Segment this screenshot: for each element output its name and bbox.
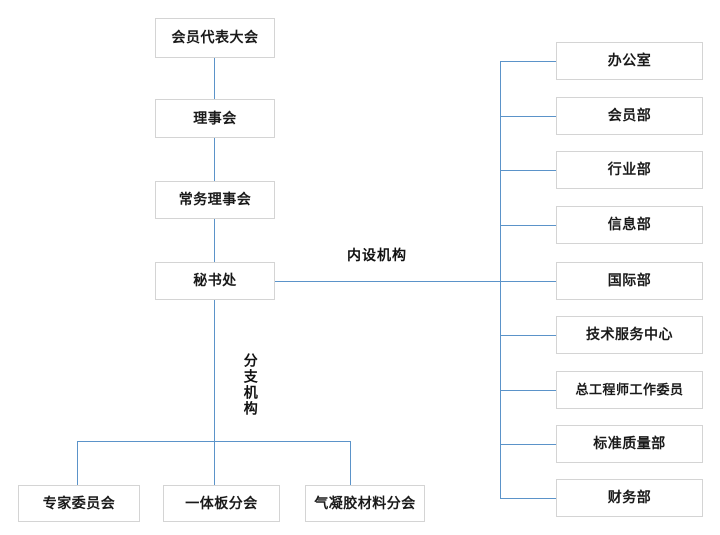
connector-branch-standard-quality xyxy=(500,444,556,445)
connector-branch-to-expert-committee xyxy=(77,441,78,485)
node-office[interactable]: 办公室 xyxy=(556,42,703,80)
node-international[interactable]: 国际部 xyxy=(556,262,703,300)
node-secretariat[interactable]: 秘书处 xyxy=(155,262,275,300)
node-chief-engineer-committee[interactable]: 总工程师工作委员 xyxy=(556,371,703,409)
node-integrated-board-branch[interactable]: 一体板分会 xyxy=(163,485,280,522)
connector-branch-membership xyxy=(500,116,556,117)
connector-assembly-to-council xyxy=(214,58,215,99)
connector-internal-trunk xyxy=(500,61,501,498)
node-membership[interactable]: 会员部 xyxy=(556,97,703,135)
node-standard-quality[interactable]: 标准质量部 xyxy=(556,425,703,463)
connector-branch-tech-service xyxy=(500,335,556,336)
label-internal-departments: 内设机构 xyxy=(344,245,410,265)
connector-branch-international xyxy=(500,281,556,282)
connector-secretariat-to-branches xyxy=(214,300,215,442)
connector-secretariat-to-internal-trunk xyxy=(275,281,556,282)
connector-branch-to-integrated-board xyxy=(214,441,215,485)
connector-branch-office xyxy=(500,61,556,62)
connector-branch-to-aerogel-material xyxy=(350,441,351,485)
connector-branch-chief-engineer xyxy=(500,390,556,391)
node-council[interactable]: 理事会 xyxy=(155,99,275,138)
node-finance[interactable]: 财务部 xyxy=(556,479,703,517)
label-branch-organizations: 分支机构 xyxy=(242,350,258,420)
connector-standing-to-secretariat xyxy=(214,219,215,262)
node-assembly[interactable]: 会员代表大会 xyxy=(155,18,275,58)
connector-branch-finance xyxy=(500,498,556,499)
node-aerogel-material-branch[interactable]: 气凝胶材料分会 xyxy=(305,485,425,522)
connector-branch-industry xyxy=(500,170,556,171)
node-tech-service-center[interactable]: 技术服务中心 xyxy=(556,316,703,354)
node-standing-council[interactable]: 常务理事会 xyxy=(155,181,275,219)
node-information[interactable]: 信息部 xyxy=(556,206,703,244)
node-expert-committee[interactable]: 专家委员会 xyxy=(18,485,140,522)
connector-council-to-standing xyxy=(214,138,215,181)
connector-branch-information xyxy=(500,225,556,226)
node-industry[interactable]: 行业部 xyxy=(556,151,703,189)
